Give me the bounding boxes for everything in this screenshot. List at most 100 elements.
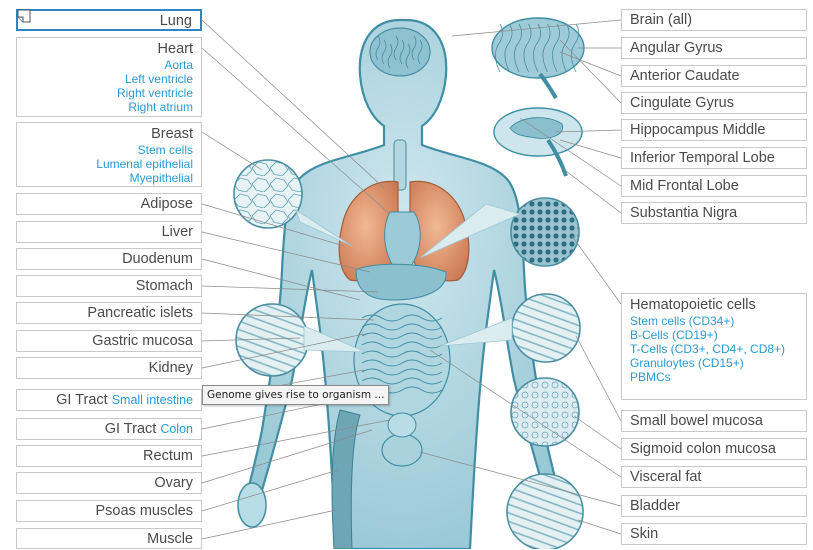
breast-tissue-circle [234,160,302,228]
tissue-label-duodenum[interactable]: Duodenum [16,248,202,270]
head-brain [370,28,430,76]
tissue-label-gastric-mucosa[interactable]: Gastric mucosa [16,330,202,352]
tissue-label-substantia-nigra[interactable]: Substantia Nigra [621,202,807,224]
left-hand [238,483,266,527]
tissue-subtype-link[interactable]: Granuloytes (CD15+) [630,356,806,370]
bladder-organ [382,434,422,466]
tissue-label-text: Adipose [17,194,193,215]
tissue-label-text: Inferior Temporal Lobe [630,148,806,169]
tissue-label-gi-tract-small-intestine[interactable]: GI Tract Small intestine [16,389,202,411]
tissue-label-pancreatic-islets[interactable]: Pancreatic islets [16,302,202,324]
tissue-subtype-link[interactable]: Small intestine [112,393,193,407]
tissue-label-sigmoid-colon-mucosa[interactable]: Sigmoid colon mucosa [621,438,807,460]
tissue-name: Substantia Nigra [630,205,737,221]
tissue-label-text: Bladder [630,496,806,517]
tissue-name: Inferior Temporal Lobe [630,150,775,166]
tissue-label-text: Substantia Nigra [630,203,806,224]
tissue-name: Small bowel mucosa [630,413,763,429]
tissue-label-text: Mid Frontal Lobe [630,176,806,197]
tissue-label-ovary[interactable]: Ovary [16,472,202,494]
tissue-label-text: Gastric mucosa [17,331,193,352]
tissue-label-small-bowel-mucosa[interactable]: Small bowel mucosa [621,410,807,432]
tissue-name: Adipose [141,196,193,212]
tissue-label-liver[interactable]: Liver [16,221,202,243]
tissue-label-text: Heart [17,40,193,58]
tissue-name: Liver [162,224,193,240]
tooltip: Genome gives rise to organism ... [202,385,389,405]
tissue-label-skin[interactable]: Skin [621,523,807,545]
tissue-subtype-link[interactable]: Colon [160,422,193,436]
tissue-name: Stomach [136,278,193,294]
tissue-label-text: Kidney [17,358,193,379]
tissue-label-text: Cingulate Gyrus [630,93,806,114]
tissue-label-text: Brain (all) [630,10,806,31]
tissue-subtype-link[interactable]: PBMCs [630,370,806,384]
tissue-subtype-link[interactable]: B-Cells (CD19+) [630,328,806,342]
sigmoid-colon-circle [511,378,579,446]
tissue-label-text: GI Tract Small intestine [17,390,193,411]
tissue-label-muscle[interactable]: Muscle [16,528,202,549]
tissue-subtype-link[interactable]: Right atrium [17,100,193,114]
tissue-label-mid-frontal-lobe[interactable]: Mid Frontal Lobe [621,175,807,197]
tissue-name: Lung [160,13,192,29]
tissue-subtype-link[interactable]: Myepithelial [17,171,193,185]
tissue-label-hippocampus-middle[interactable]: Hippocampus Middle [621,119,807,141]
tissue-label-rectum[interactable]: Rectum [16,445,202,467]
tissue-label-text: Small bowel mucosa [630,411,806,432]
tissue-subtype-link[interactable]: Left ventricle [17,72,193,86]
tissue-label-lung[interactable]: Lung [16,9,202,31]
tissue-label-cingulate-gyrus[interactable]: Cingulate Gyrus [621,92,807,114]
tissue-name: Muscle [147,531,193,547]
tissue-subtype-link[interactable]: Right ventricle [17,86,193,100]
uterus [388,413,416,437]
tissue-label-text: Rectum [17,446,193,467]
tissue-name: Pancreatic islets [87,305,193,321]
tissue-label-text: Duodenum [17,249,193,270]
tissue-name: Duodenum [122,251,193,267]
tissue-label-text: Hippocampus Middle [630,120,806,141]
tissue-label-text: Visceral fat [630,467,806,488]
leader-line [574,416,621,449]
tissue-label-anterior-caudate[interactable]: Anterior Caudate [621,65,807,87]
tissue-name: Heart [158,41,193,57]
tissue-label-psoas-muscles[interactable]: Psoas muscles [16,500,202,522]
tissue-label-bladder[interactable]: Bladder [621,495,807,517]
tissue-subtype-link[interactable]: Lumenal epithelial [17,157,193,171]
tissue-label-kidney[interactable]: Kidney [16,357,202,379]
tissue-name: Ovary [154,475,193,491]
hematopoietic-circle [511,198,579,266]
page-corner-icon[interactable] [17,9,31,23]
tissue-label-text: Pancreatic islets [17,303,193,324]
tissue-label-inferior-temporal-lobe[interactable]: Inferior Temporal Lobe [621,147,807,169]
tissue-subtype-link[interactable]: T-Cells (CD3+, CD4+, CD8+) [630,342,806,356]
tissue-name: Psoas muscles [95,503,193,519]
tissue-name: Mid Frontal Lobe [630,178,739,194]
leader-line [202,510,336,539]
tissue-name: Gastric mucosa [92,333,193,349]
tissue-label-gi-tract-colon[interactable]: GI Tract Colon [16,418,202,440]
tissue-label-text: Breast [17,125,193,143]
tissue-name: Hippocampus Middle [630,122,765,138]
tissue-label-text: Liver [17,222,193,243]
tissue-label-text: Angular Gyrus [630,38,806,59]
tissue-label-angular-gyrus[interactable]: Angular Gyrus [621,37,807,59]
tissue-subtype-link[interactable]: Aorta [17,58,193,72]
tissue-name: GI Tract [56,392,108,408]
tissue-label-text: Muscle [17,529,193,550]
tissue-name: Angular Gyrus [630,40,723,56]
tissue-name: Breast [151,126,193,142]
tissue-label-stomach[interactable]: Stomach [16,275,202,297]
tissue-label-adipose[interactable]: Adipose [16,193,202,215]
tissue-label-brain-all[interactable]: Brain (all) [621,9,807,31]
tissue-subtype-link[interactable]: Stem cells [17,143,193,157]
small-bowel-circle [512,294,580,362]
tissue-name: Brain (all) [630,12,692,28]
tissue-subtype-link[interactable]: Stem cells (CD34+) [630,314,806,328]
tissue-name: Hematopoietic cells [630,297,756,313]
tissue-label-visceral-fat[interactable]: Visceral fat [621,466,807,488]
tissue-label-text: Lung [18,11,192,32]
